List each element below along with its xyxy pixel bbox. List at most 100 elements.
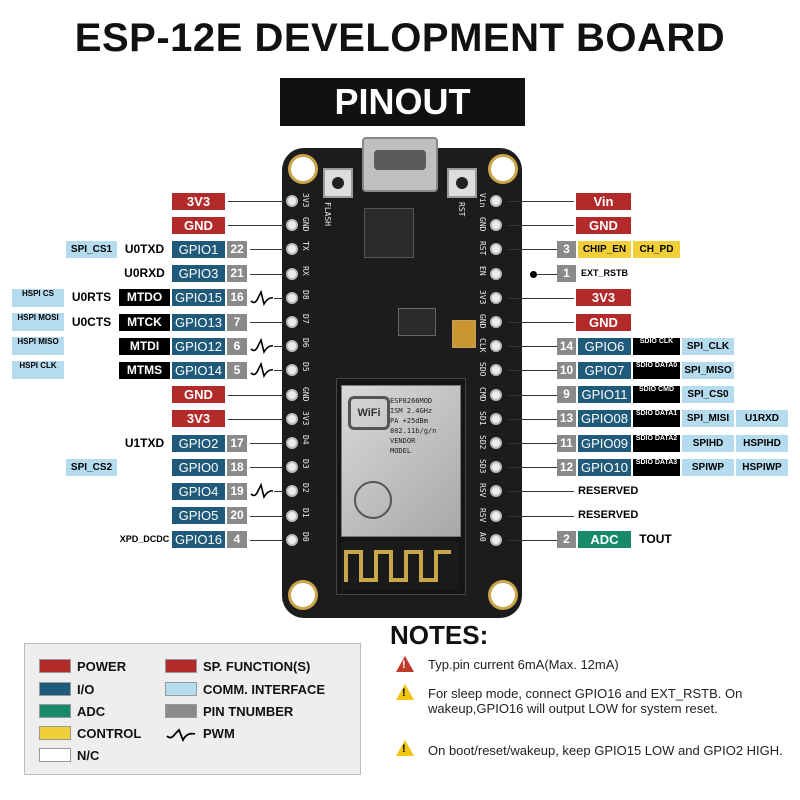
nc-label: EXT_RSTB	[578, 265, 631, 283]
legend-label-adc: ADC	[77, 704, 106, 719]
uart-function-label: U0TXD	[124, 241, 165, 256]
header-pin[interactable]	[490, 291, 502, 304]
comm-interface-label: SPI_CLK	[682, 337, 734, 355]
warning-icon-mark: !	[402, 659, 406, 671]
connector-line	[250, 249, 284, 251]
header-pin[interactable]	[286, 509, 298, 522]
header-pin[interactable]	[286, 316, 298, 328]
note-3: On boot/reset/wakeup, keep GPIO15 LOW an…	[428, 743, 783, 758]
pwm-icon	[250, 289, 274, 306]
gpio-label: GPIO14	[172, 361, 225, 379]
pin-silk-label: 3V3	[478, 289, 487, 305]
pwm-icon	[250, 483, 274, 500]
header-pin[interactable]	[286, 267, 298, 280]
header-pin[interactable]	[490, 388, 502, 401]
module-text-line: MODEL	[390, 447, 412, 455]
connector-line	[274, 491, 284, 493]
warning-icon	[396, 684, 414, 700]
module-shield: WiFi ESP8266MOD ISM 2.4GHz PA +25dBm 802…	[341, 385, 461, 537]
gpio-label: GPIO2	[172, 434, 225, 452]
comm-interface-label: SPI_CS0	[682, 386, 734, 404]
pin-number: 7	[227, 313, 247, 331]
legend-label-pwm: PWM	[203, 726, 235, 741]
pin-silk-label: RSV	[478, 483, 487, 498]
pin-silk-label: EN	[478, 265, 487, 276]
header-pin[interactable]	[286, 461, 298, 474]
flash-label: FLASH	[323, 202, 332, 227]
legend-swatch-nc	[39, 748, 71, 762]
header-pin[interactable]	[490, 412, 502, 425]
header-pin[interactable]	[490, 267, 502, 280]
header-pin[interactable]	[286, 364, 298, 377]
legend-swatch-io	[39, 682, 71, 696]
connector-line	[508, 249, 557, 251]
header-pin[interactable]	[286, 437, 298, 449]
header-pin[interactable]	[286, 195, 298, 207]
connector-line	[250, 273, 284, 275]
pin-number: 13	[557, 410, 576, 428]
hspi-label: HSPI CS	[12, 288, 64, 307]
hspi-label: HSPI CLK	[12, 361, 64, 380]
header-pin[interactable]	[286, 219, 298, 232]
power-label: GND	[576, 216, 631, 234]
header-pin[interactable]	[490, 243, 502, 256]
header-pin[interactable]	[490, 485, 502, 498]
pin-silk-label: Vin	[478, 193, 487, 208]
pwm-icon	[166, 728, 196, 742]
connector-line	[508, 467, 557, 469]
sdio-label: SDIO DATA2	[633, 434, 680, 452]
legend-label-io: I/O	[77, 682, 95, 697]
pin-silk-label: RST	[478, 241, 487, 256]
header-pin[interactable]	[490, 509, 502, 522]
notes-title: NOTES:	[390, 620, 489, 650]
tout-label: TOUT	[639, 532, 672, 547]
header-pin[interactable]	[286, 485, 298, 498]
connector-line	[508, 515, 574, 517]
comm-interface-label: HSPIWP	[736, 458, 788, 476]
header-pin[interactable]	[490, 195, 502, 207]
legend-label-comm: COMM. INTERFACE	[203, 682, 326, 697]
header-pin[interactable]	[286, 412, 298, 425]
flash-button[interactable]	[323, 168, 353, 198]
pin-silk-label: D3	[301, 459, 310, 469]
pwm-icon	[250, 362, 274, 379]
header-pin[interactable]	[490, 219, 502, 232]
control-label: CH_PD	[633, 240, 680, 258]
header-pin[interactable]	[286, 291, 298, 304]
header-pin[interactable]	[286, 533, 298, 546]
reserved-label: RESERVED	[578, 484, 639, 497]
power-label: 3V3	[576, 289, 631, 307]
note-2: For sleep mode, connect GPIO16 and EXT_R…	[428, 686, 743, 716]
connector-line	[228, 394, 284, 396]
connector-line	[274, 346, 284, 348]
connector-line	[508, 370, 557, 372]
pin-number: 12	[557, 458, 576, 476]
header-pin[interactable]	[490, 340, 502, 353]
header-pin[interactable]	[286, 340, 298, 353]
header-pin[interactable]	[490, 461, 502, 474]
header-pin[interactable]	[286, 388, 298, 401]
pin-silk-label: D8	[301, 289, 310, 300]
gpio-label: GPIO12	[172, 337, 225, 355]
pin-silk-label: RX	[301, 265, 310, 276]
connector-line	[508, 491, 574, 493]
special-function-label: MTCK	[119, 313, 170, 331]
reset-button[interactable]	[447, 168, 477, 198]
connector-line	[228, 201, 284, 202]
pin-number: 16	[227, 289, 247, 307]
gpio-label: GPIO6	[578, 337, 631, 355]
header-pin[interactable]	[490, 316, 502, 328]
header-pin[interactable]	[286, 243, 298, 256]
pin-silk-label: D7	[301, 314, 310, 324]
pin-number: 10	[557, 361, 576, 379]
header-pin[interactable]	[490, 437, 502, 449]
module-text-line: 802.11b/g/n	[390, 427, 437, 435]
legend-label-pin: PIN TNUMBER	[203, 704, 294, 719]
uart-function-label: U0CTS	[71, 314, 112, 329]
pin-silk-label: GND	[478, 314, 487, 329]
warning-icon-mark: !	[402, 743, 406, 755]
header-pin[interactable]	[490, 364, 502, 377]
header-pin[interactable]	[490, 533, 502, 546]
warning-icon	[396, 740, 414, 756]
comm-interface-label: SPI_MISI	[682, 410, 734, 428]
